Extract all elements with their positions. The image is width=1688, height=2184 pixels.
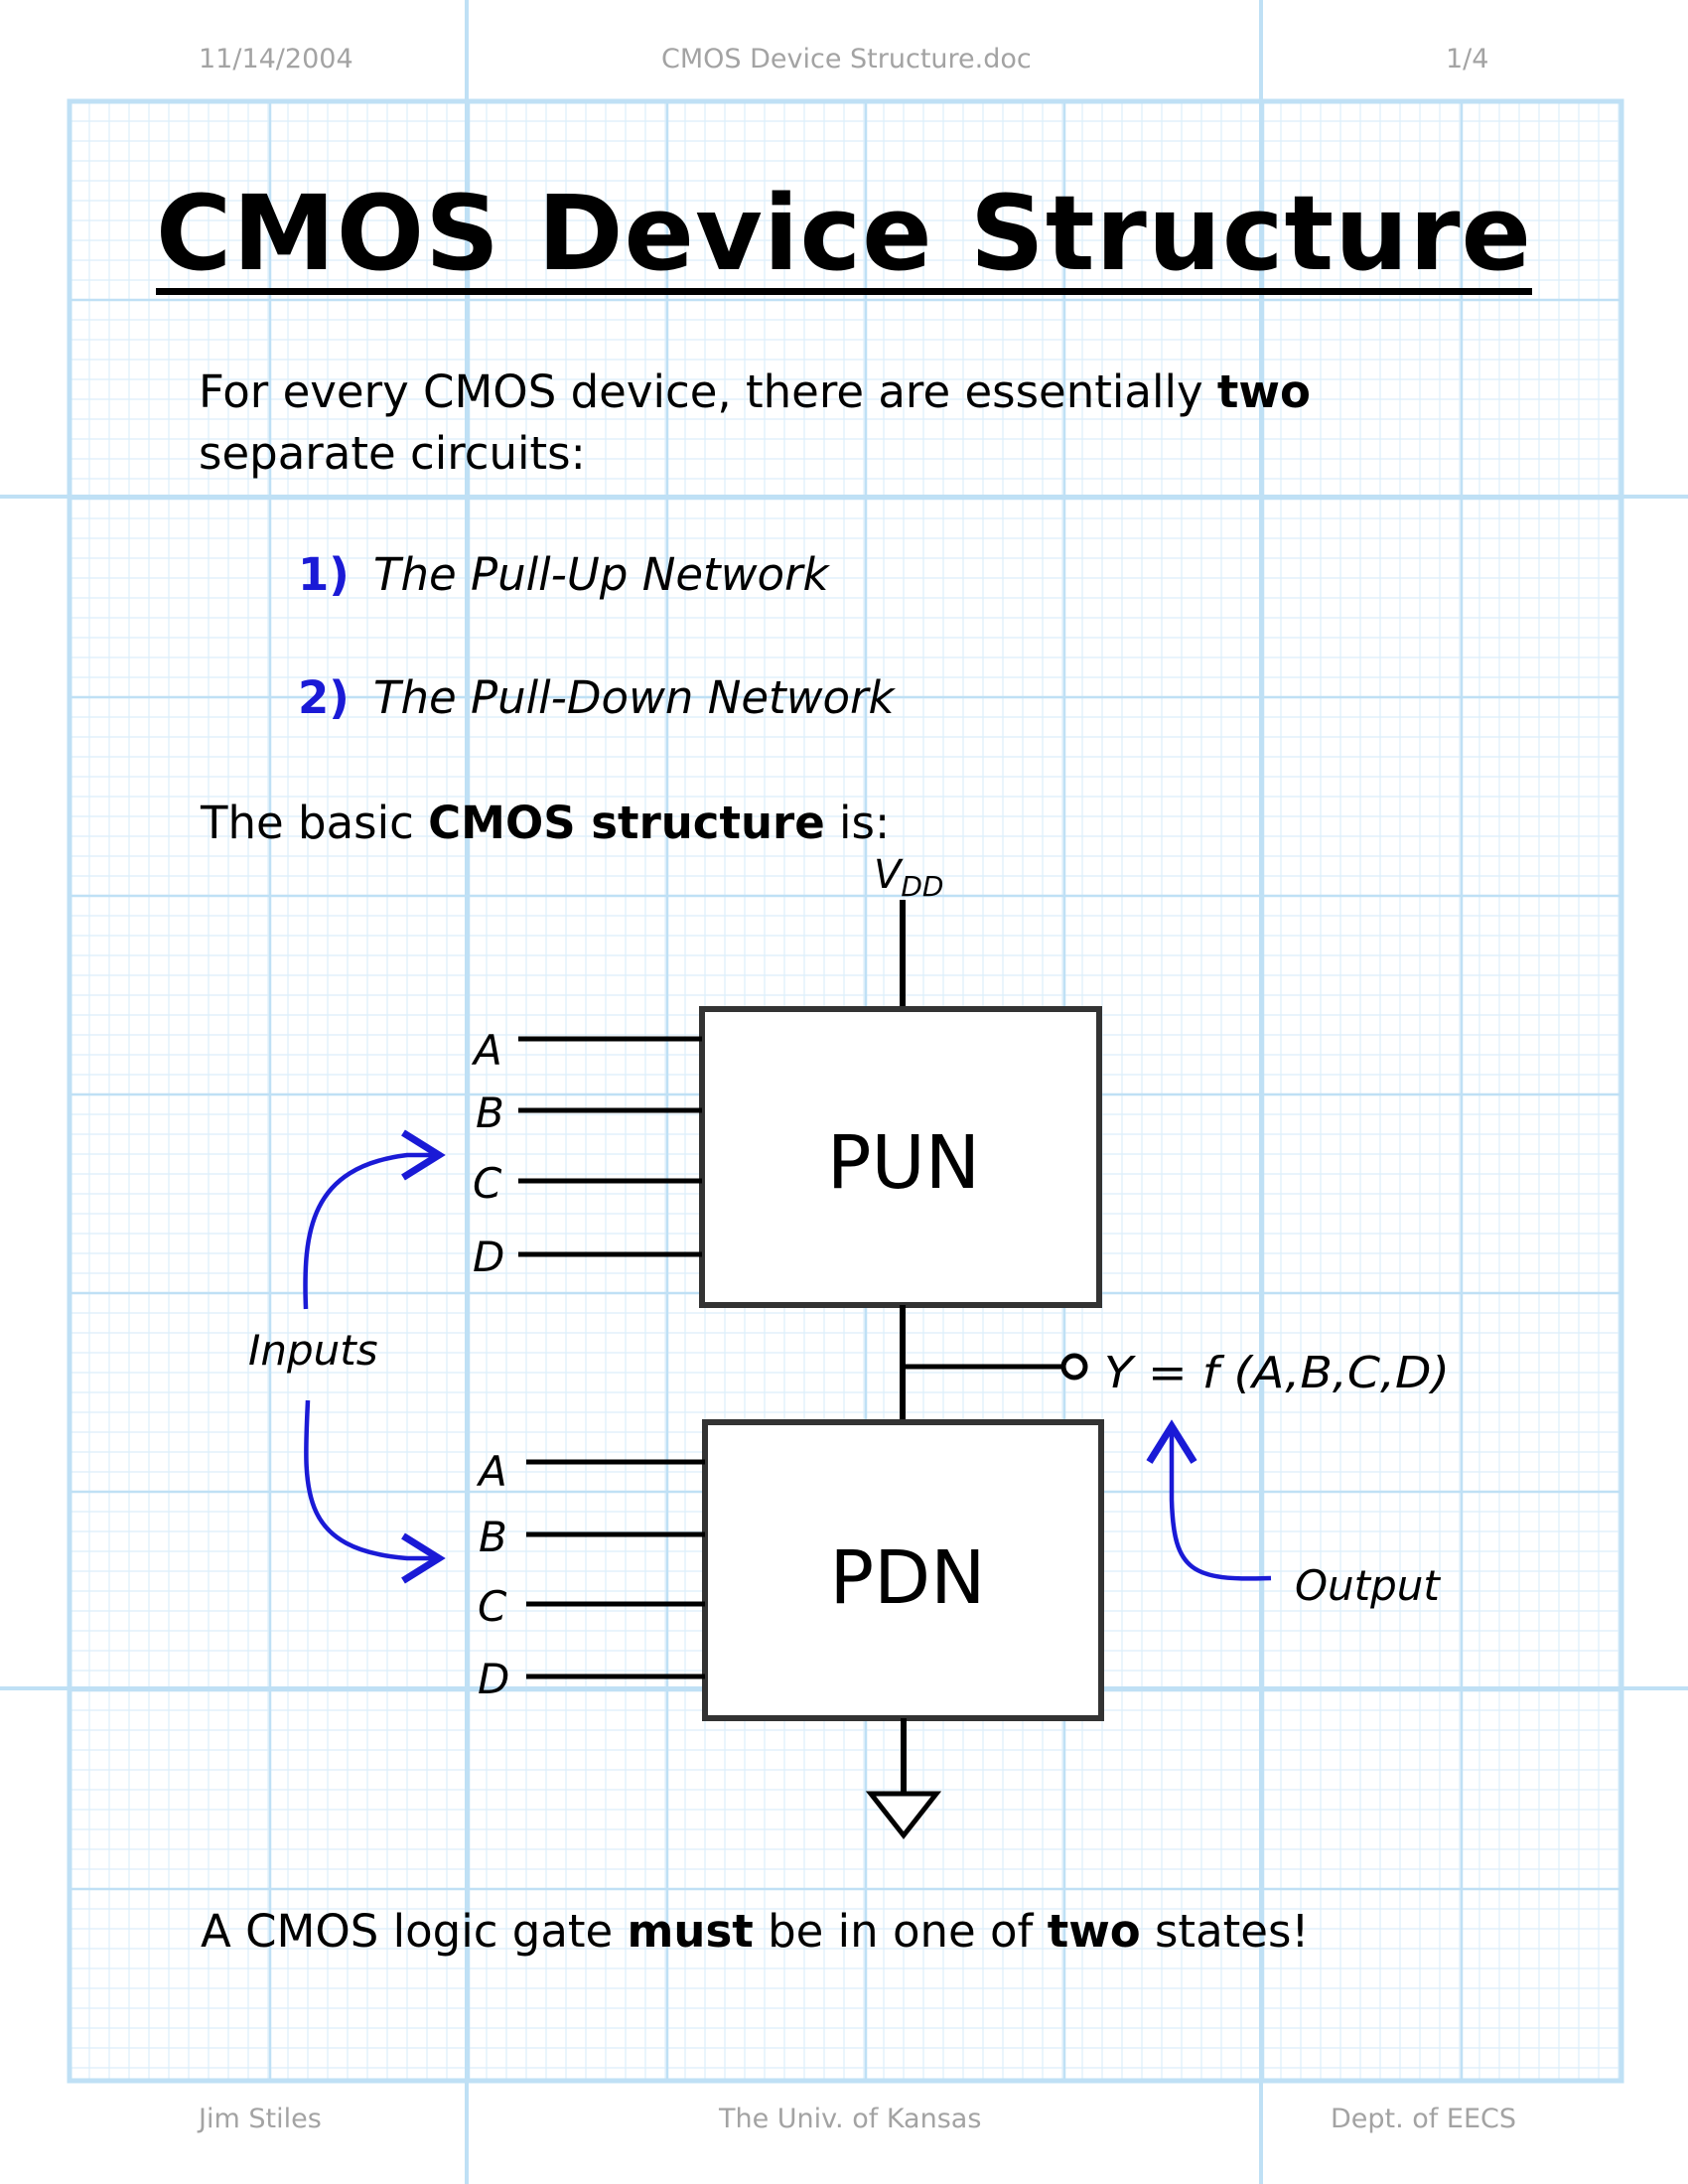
output-terminal [1060, 1353, 1088, 1381]
pdn-input-lines [526, 1459, 705, 1679]
output-expression: Y = f (A,B,C,D) [1104, 1348, 1450, 1398]
pun-input-c-label: C [473, 1159, 502, 1208]
vdd-label: VDD [874, 852, 944, 903]
intro-paragraph: For every CMOS device, there are essenti… [199, 362, 1430, 485]
structure-text-end: is: [824, 797, 891, 849]
footer-department: Dept. of EECS [1331, 2104, 1517, 2134]
ground-icon [865, 1791, 942, 1840]
intro-text-end: separate circuits: [199, 427, 586, 480]
grid-border [67, 98, 1624, 2084]
footer-university: The Univ. of Kansas [719, 2104, 982, 2134]
intro-text-start: For every CMOS device, there are essenti… [199, 365, 1217, 418]
pdn-box [702, 1419, 1104, 1721]
conclusion-text-2: be in one of [753, 1905, 1048, 1958]
intro-emphasis: two [1216, 365, 1311, 418]
conclusion-text-3: states! [1140, 1905, 1310, 1958]
vdd-subscript: DD [901, 870, 943, 903]
header-date: 11/14/2004 [199, 44, 353, 74]
conclusion-emphasis-1: must [627, 1905, 754, 1958]
footer-author: Jim Stiles [199, 2104, 322, 2134]
output-annotation-label: Output [1295, 1561, 1441, 1610]
pun-input-d-label: D [473, 1233, 504, 1281]
inputs-arrow-bottom [304, 1399, 446, 1584]
pdn-input-a-label: A [476, 1447, 507, 1496]
pun-input-b-label: B [476, 1089, 504, 1137]
pdn-input-d-label: D [478, 1655, 509, 1703]
pdn-label: PDN [830, 1535, 986, 1621]
list-number: 1) [298, 548, 350, 601]
header-filename: CMOS Device Structure.doc [661, 44, 1032, 74]
pun-label: PUN [827, 1120, 980, 1206]
list-number: 2) [298, 671, 350, 724]
list-item-pull-down: 2) The Pull-Down Network [298, 671, 895, 724]
structure-emphasis: CMOS structure [428, 797, 825, 849]
pdn-input-b-label: B [479, 1513, 507, 1561]
pun-input-lines [518, 1036, 702, 1257]
pun-input-a-label: A [471, 1026, 502, 1075]
conclusion-text-1: A CMOS logic gate [201, 1905, 628, 1958]
conclusion-emphasis-2: two [1047, 1905, 1141, 1958]
list-item-pull-up: 1) The Pull-Up Network [298, 548, 829, 601]
pdn-input-c-label: C [478, 1582, 507, 1631]
list-item-label: The Pull-Up Network [373, 548, 829, 601]
structure-sentence: The basic CMOS structure is: [201, 793, 890, 854]
header-page-number: 1/4 [1446, 44, 1489, 74]
page-title: CMOS Device Structure [0, 173, 1688, 296]
structure-text-start: The basic [201, 797, 429, 849]
inputs-annotation-label: Inputs [248, 1326, 378, 1375]
output-arrow [1146, 1419, 1272, 1581]
page-title-text: CMOS Device Structure [155, 173, 1533, 296]
conclusion-sentence: A CMOS logic gate must be in one of two … [201, 1901, 1309, 1963]
list-item-label: The Pull-Down Network [373, 671, 895, 724]
inputs-arrow-top [303, 1129, 446, 1310]
